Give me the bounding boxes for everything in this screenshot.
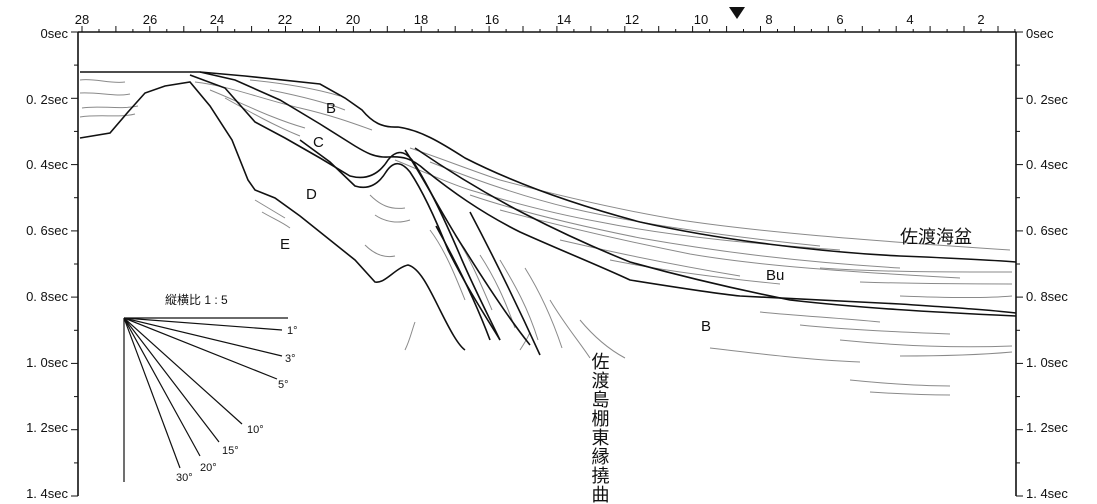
unit-label-e: E [280,236,290,253]
unit-labels: B C D E Bu B [280,100,784,335]
angle-label-20: 20° [200,462,217,474]
main-horizons [79,71,1017,356]
basin-label: 佐渡海盆 [900,227,972,248]
scale-line-20 [123,317,201,457]
scale-line-30 [123,317,181,469]
top-tick-18: 18 [414,12,428,27]
left-label-0-4: 0. 4sec [26,157,68,172]
top-tick-10: 10 [694,12,708,27]
fault-trace-1 [435,225,491,341]
right-label-1-4: 1. 4sec [1026,486,1068,501]
right-axis-labels: 0sec 0. 2sec 0. 4sec 0. 6sec 0. 8sec 1. … [1026,26,1068,501]
angle-label-30: 30° [176,472,193,484]
scale-line-1 [123,317,283,331]
unit-label-c: C [313,134,324,151]
left-label-1-0: 1. 0sec [26,355,68,370]
right-label-0-4: 0. 4sec [1026,157,1068,172]
scale-line-10 [123,317,243,425]
right-label-0-2: 0. 2sec [1026,92,1068,107]
left-label-0: 0sec [41,26,69,41]
top-tick-8: 8 [765,12,772,27]
seafloor-horizon [80,71,1017,263]
horizon-b-base [199,71,1017,314]
top-tick-16: 16 [485,12,499,27]
scale-title: 縦横比 1 : 5 [165,293,228,307]
angle-label-3: 3° [285,353,296,365]
angle-label-15: 15° [222,445,239,457]
top-minor-ticks [81,26,1016,32]
left-label-0-8: 0. 8sec [26,289,68,304]
angle-label-10: 10° [247,424,264,436]
plot-frame [77,31,1017,496]
left-label-0-2: 0. 2sec [26,92,68,107]
top-tick-6: 6 [836,12,843,27]
left-axis-labels: 0sec 0. 2sec 0. 4sec 0. 6sec 0. 8sec 1. … [26,26,68,501]
top-tick-14: 14 [557,12,571,27]
unit-label-b-upper: B [326,100,336,117]
top-tick-2: 2 [977,12,984,27]
side-ticks [71,31,1023,497]
top-tick-20: 20 [346,12,360,27]
top-tick-12: 12 [625,12,639,27]
thrust-fault [404,149,531,346]
right-label-0-6: 0. 6sec [1026,223,1068,238]
top-tick-24: 24 [210,12,224,27]
angle-label-5: 5° [278,379,289,391]
unit-label-bu: Bu [766,267,784,284]
scale-line-15 [123,317,220,443]
right-label-1-2: 1. 2sec [1026,420,1068,435]
left-label-1-2: 1. 2sec [26,420,68,435]
top-tick-28: 28 [75,12,89,27]
fault-trace-2 [469,211,541,356]
flexure-label: 佐渡島棚東縁撓曲 [589,352,610,504]
horizon-c-base [189,74,501,341]
scale-line-5 [123,317,278,380]
left-label-1-4: 1. 4sec [26,486,68,501]
right-label-0-8: 0. 8sec [1026,289,1068,304]
angle-label-1: 1° [287,325,298,337]
horizon-bu-base [414,147,1017,317]
top-tick-22: 22 [278,12,292,27]
scale-line-3 [123,317,283,357]
internal-reflectors [79,79,1013,396]
unit-label-d: D [306,186,317,203]
scale-diagram: 縦横比 1 : 5 1° 3° 5° 10° 15° 20° 30° [123,293,298,484]
scale-lines [123,317,288,482]
top-tick-26: 26 [143,12,157,27]
right-label-0: 0sec [1026,26,1054,41]
left-label-0-6: 0. 6sec [26,223,68,238]
horizon-d-base [79,81,466,351]
position-marker-icon [729,7,745,19]
right-label-1-0: 1. 0sec [1026,355,1068,370]
unit-label-b-lower: B [701,318,711,335]
top-tick-labels: 28 26 24 22 20 18 16 14 12 10 8 6 4 2 [75,12,985,27]
top-tick-4: 4 [906,12,913,27]
